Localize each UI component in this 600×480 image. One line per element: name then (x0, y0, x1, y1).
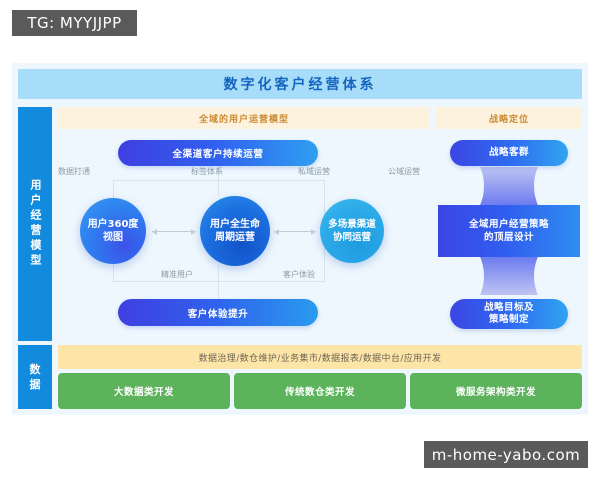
circle-user-360-view[interactable]: 用户360度 视图 (80, 198, 146, 264)
hourglass-connector-top (466, 167, 552, 205)
rail-data: 数据 (18, 345, 52, 409)
caption-public-domain: 公域运营 (388, 167, 420, 176)
pill-omnichannel-operation-label: 全渠道客户持续运营 (172, 149, 264, 160)
rail-user-operation-model-label: 用户经营模型 (29, 179, 42, 269)
hourglass-connector-top-cut-right (534, 167, 552, 205)
block-top-level-design[interactable]: 全域用户经营策略 的顶层设计 (438, 205, 580, 257)
caption-precise-user: 精准用户 (161, 270, 193, 279)
connector-top-right-vertical (324, 180, 325, 231)
bottom-watermark-text: m-home-yabo.com (431, 445, 581, 464)
caption-customer-experience: 客户体验 (283, 270, 315, 279)
circle-multiscenario-channel-operation-line2: 协同运营 (332, 232, 371, 243)
connector-bottom-horizontal (113, 281, 325, 282)
rail-data-label: 数据 (29, 363, 41, 391)
pill-strategic-customer-group-label: 战略客群 (488, 147, 529, 158)
section-header-strategy: 战略定位 (436, 107, 582, 129)
section-header-model: 全域的用户运营模型 (58, 107, 430, 129)
bottom-watermark-badge: m-home-yabo.com (424, 441, 588, 468)
rail-user-operation-model: 用户经营模型 (18, 107, 52, 341)
caption-data-link: 数据打通 (58, 167, 90, 176)
circle-user-lifecycle-operation-line2: 周期运营 (215, 232, 255, 243)
strategy-panel: 战略客群 全域用户经营策略 的顶层设计 战略目标及 策略制定 (436, 133, 582, 341)
pill-omnichannel-operation[interactable]: 全渠道客户持续运营 (118, 140, 318, 166)
connector-top-horizontal (113, 180, 325, 181)
data-box-microservice-architecture-development-label: 微服务架构类开发 (455, 387, 536, 398)
hourglass-connector-top-cut-left (466, 167, 484, 205)
pill-strategic-goals-and-policy[interactable]: 战略目标及 策略制定 (450, 299, 568, 329)
data-capabilities-band: 数据治理/数仓维护/业务集市/数据报表/数据中台/应用开发 (58, 345, 582, 369)
top-watermark-badge: TG: MYYJJPP (12, 10, 137, 36)
data-box-microservice-architecture-development[interactable]: 微服务架构类开发 (410, 373, 582, 409)
hourglass-connector-bottom (466, 257, 552, 295)
page-title-bar: 数字化客户经营体系 (18, 69, 582, 99)
circle-user-360-view-line2: 视图 (103, 232, 123, 243)
circle-user-360-view-line1: 用户360度 (87, 219, 139, 230)
hourglass-connector-bottom-cut-right (534, 257, 552, 295)
infographic-frame: 数字化客户经营体系 全域的用户运营模型 战略定位 用户经营模型 数据 全渠道客户… (12, 63, 588, 415)
section-header-strategy-label: 战略定位 (488, 114, 529, 125)
top-watermark-text: TG: MYYJJPP (27, 14, 122, 32)
pill-strategic-customer-group[interactable]: 战略客群 (450, 140, 568, 166)
caption-tag-system: 标签体系 (191, 167, 223, 176)
model-diagram: 全渠道客户持续运营 用户360度 视图 用户全生命 周期运营 多场景渠道 协同运… (58, 133, 430, 341)
circle-multiscenario-channel-operation-line1: 多场景渠道 (328, 219, 376, 230)
hourglass-connector-bottom-cut-left (466, 257, 484, 295)
circle-multiscenario-channel-operation[interactable]: 多场景渠道 协同运营 (320, 199, 384, 263)
data-box-traditional-warehouse-development-label: 传统数仓类开发 (284, 387, 355, 398)
arrow-center-to-right (274, 228, 316, 235)
pill-strategic-goals-and-policy-line1: 战略目标及 (483, 302, 534, 313)
section-header-model-label: 全域的用户运营模型 (198, 114, 289, 125)
page-title: 数字化客户经营体系 (223, 77, 377, 93)
connector-bottom-right-vertical (324, 232, 325, 281)
block-top-level-design-line1: 全域用户经营策略 (468, 219, 549, 230)
block-top-level-design-line2: 的顶层设计 (483, 232, 534, 243)
pill-customer-experience-improvement[interactable]: 客户体验提升 (118, 299, 318, 326)
data-box-bigdata-development-label: 大数据类开发 (113, 387, 174, 398)
data-capabilities-label: 数据治理/数仓维护/业务集市/数据报表/数据中台/应用开发 (198, 353, 442, 364)
data-box-traditional-warehouse-development[interactable]: 传统数仓类开发 (234, 373, 406, 409)
caption-private-domain: 私域运营 (298, 167, 330, 176)
circle-user-lifecycle-operation-line1: 用户全生命 (210, 219, 260, 230)
connector-top-mid-vertical (218, 166, 219, 196)
pill-customer-experience-improvement-label: 客户体验提升 (187, 308, 249, 320)
circle-user-lifecycle-operation[interactable]: 用户全生命 周期运营 (200, 196, 270, 266)
pill-strategic-goals-and-policy-line2: 策略制定 (488, 314, 529, 325)
arrow-left-to-center (152, 228, 196, 235)
data-box-bigdata-development[interactable]: 大数据类开发 (58, 373, 230, 409)
connector-bottom-mid-vertical (218, 266, 219, 299)
